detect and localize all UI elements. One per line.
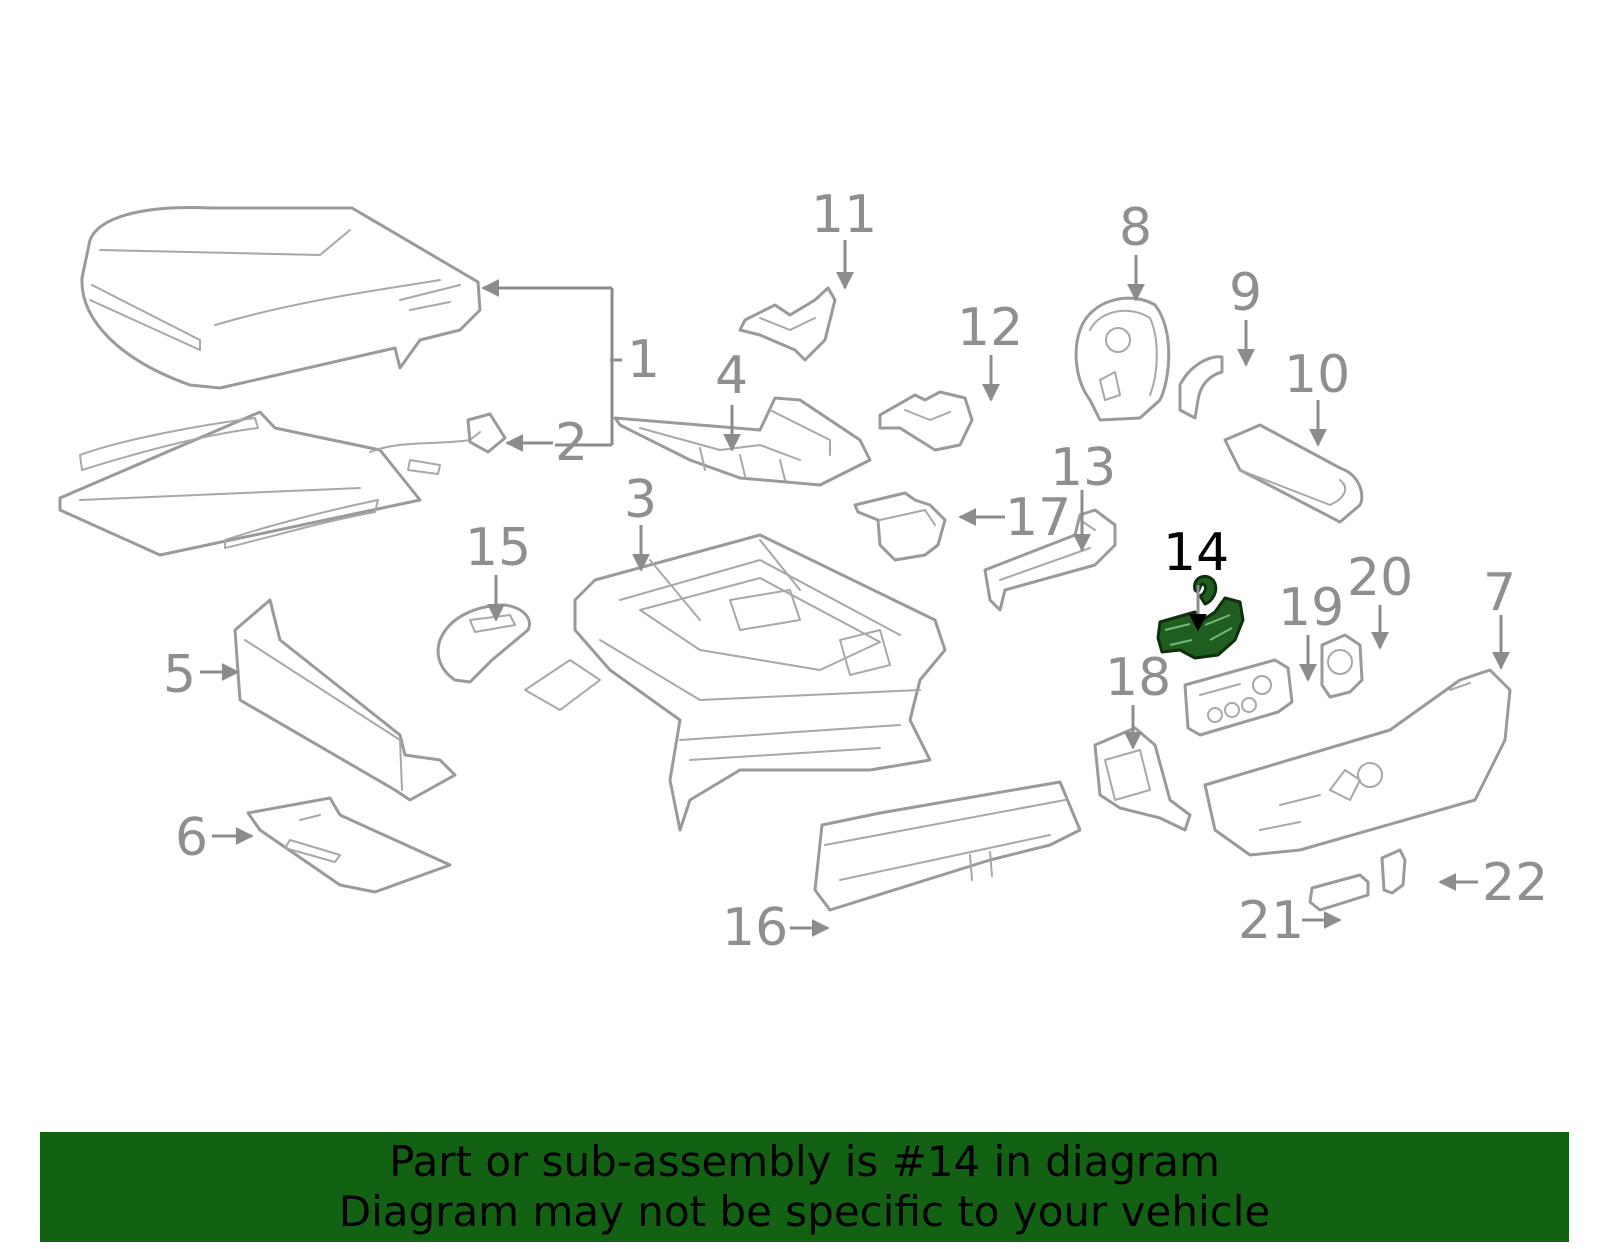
banner-line-part-number: Part or sub-assembly is #14 in diagram: [389, 1137, 1220, 1186]
parts-diagram: 1 2 3 4 5 6 7 8 9 10 11 12 13 14 15 16 1…: [58, 185, 1548, 958]
callout-21: 21: [1238, 891, 1304, 951]
part-11-bracket: [738, 286, 837, 362]
part-17-switch-bracket: [853, 491, 947, 562]
callout-9: 9: [1229, 263, 1262, 323]
callout-14-highlighted: 14: [1163, 523, 1229, 583]
callout-22: 22: [1482, 853, 1548, 913]
part-18-bracket: [1093, 726, 1192, 832]
callout-5: 5: [163, 645, 196, 705]
callout-13: 13: [1050, 438, 1116, 498]
part-3-seat-frame: [524, 533, 947, 832]
part-9-knob-cover: [1178, 355, 1224, 420]
callout-3: 3: [624, 470, 657, 530]
part-1-seat-cushion: [80, 206, 482, 390]
callout-15: 15: [465, 518, 531, 578]
callout-17: 17: [1005, 488, 1071, 548]
part-19-switch: [1183, 658, 1294, 737]
part-6-plate: [246, 796, 452, 894]
callout-19: 19: [1278, 578, 1344, 638]
part-2-seat-heater: [58, 410, 507, 557]
callout-10: 10: [1284, 345, 1350, 405]
part-4-adjuster-bracket: [613, 396, 872, 487]
part-14-wire-harness: [1156, 574, 1245, 660]
callout-4: 4: [715, 346, 748, 406]
banner-line-disclaimer: Diagram may not be specific to your vehi…: [338, 1187, 1271, 1236]
callout-2: 2: [555, 413, 588, 473]
callout-20: 20: [1347, 548, 1413, 608]
callout-11: 11: [811, 185, 877, 245]
part-20-switch-knob: [1320, 633, 1364, 699]
part-12-bracket: [878, 390, 974, 452]
part-7-side-shield: [1203, 668, 1512, 857]
leader-lines: [200, 240, 1510, 937]
notice-banner: Part or sub-assembly is #14 in diagram D…: [40, 1132, 1569, 1242]
callout-18: 18: [1105, 648, 1171, 708]
callout-7: 7: [1483, 563, 1516, 623]
callout-16: 16: [722, 898, 788, 958]
callout-8: 8: [1119, 198, 1152, 258]
callout-12: 12: [957, 298, 1023, 358]
part-5-side-cover: [233, 598, 457, 802]
part-8-recliner-cover: [1074, 296, 1171, 422]
callout-1: 1: [627, 330, 660, 390]
part-16-lower-trim: [813, 780, 1082, 912]
part-15-knob-cap: [436, 603, 531, 684]
part-22-knob: [1380, 848, 1407, 895]
part-21-knob: [1308, 873, 1370, 912]
callout-6: 6: [175, 808, 208, 868]
part-10-trim-panel: [1223, 423, 1364, 524]
